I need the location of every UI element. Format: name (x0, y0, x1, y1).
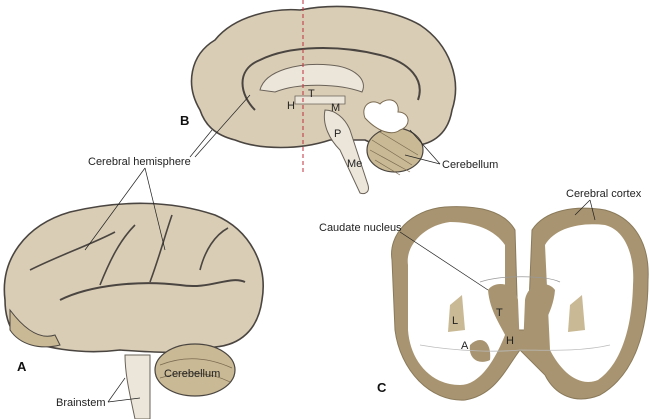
lateral-sulcus (59, 279, 246, 301)
label-cerebral-hemisphere: Cerebral hemisphere (88, 156, 191, 168)
label-medulla: Me (347, 158, 362, 170)
lentiform-right (568, 295, 585, 332)
label-cerebellum-a: Cerebellum (164, 368, 220, 380)
label-caudate-nucleus: Caudate nucleus (319, 222, 402, 234)
label-brainstem: Brainstem (56, 397, 106, 409)
thalamus-right (523, 284, 555, 350)
cerebellum-medial (363, 99, 424, 176)
panel-label-a: A (17, 359, 27, 374)
label-thalamus-b: T (308, 88, 315, 100)
thalamus-region (294, 95, 346, 105)
midsagittal-brain: T H M P Me B (180, 0, 457, 195)
coronal-section: T H L A C (377, 206, 649, 401)
label-lentiform: L (452, 315, 458, 327)
label-cerebellum-b: Cerebellum (442, 159, 498, 171)
label-hypothalamus-c: H (506, 335, 514, 347)
cerebellum-lateral (154, 343, 236, 397)
sulci (29, 214, 229, 286)
label-cerebral-cortex: Cerebral cortex (566, 188, 642, 200)
lentiform-left (448, 295, 465, 332)
panel-label-c: C (377, 380, 387, 395)
corpus-callosum (259, 63, 364, 93)
thalamus-left (488, 284, 520, 350)
white-matter-right (545, 224, 634, 382)
label-amygdala: A (461, 340, 469, 352)
cingulate-sulcus (241, 47, 421, 111)
temporal-pole (9, 308, 61, 348)
label-midbrain: M (331, 102, 340, 114)
brainstem-lateral (124, 354, 151, 419)
label-pons: P (334, 128, 341, 140)
brainstem-medial (323, 109, 369, 195)
lateral-brain: A Cerebellum Brainstem (3, 202, 264, 419)
label-hypothalamus-b: H (287, 100, 295, 112)
label-thalamus-c: T (496, 307, 503, 319)
panel-label-b: B (180, 113, 189, 128)
